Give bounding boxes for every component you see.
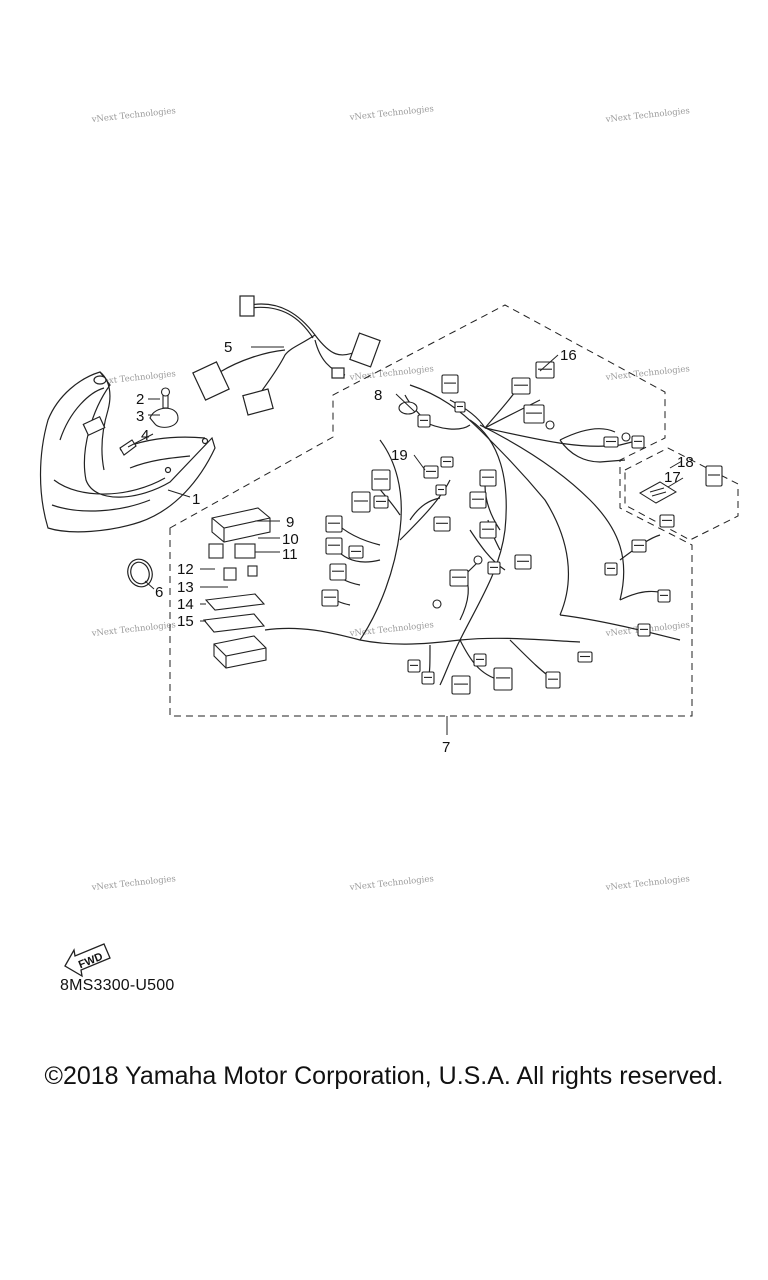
connector [637, 623, 651, 637]
connector [514, 554, 532, 570]
callout-14: 14 [177, 596, 194, 613]
watermark-text: vNext Technologies [348, 104, 434, 123]
connector [487, 561, 501, 575]
connector [423, 465, 439, 479]
callout-1: 1 [192, 491, 200, 508]
connector [657, 589, 671, 603]
connector [449, 569, 469, 587]
watermark-text: vNext Technologies [348, 620, 434, 639]
connector [351, 491, 371, 513]
watermark-text: vNext Technologies [604, 364, 690, 383]
connector-cap-8 [398, 401, 418, 415]
clip-4 [119, 439, 137, 456]
connector [523, 404, 545, 424]
watermark-text: vNext Technologies [90, 106, 176, 125]
group-outlines [169, 304, 739, 717]
watermark-text: vNext Technologies [90, 620, 176, 639]
connector [631, 539, 647, 553]
main-harness-7 [264, 384, 681, 686]
diagram-code: 8MS3300-U500 [60, 977, 175, 994]
connector [493, 667, 513, 691]
callout-5: 5 [224, 339, 232, 356]
callout-18: 18 [677, 454, 694, 471]
watermark-text: vNext Technologies [604, 874, 690, 893]
connector [511, 377, 531, 395]
ground-terminal [473, 555, 483, 565]
connector [659, 514, 675, 528]
fuse-panel-14 [204, 593, 266, 611]
fwd-arrow-icon: FWD [64, 943, 111, 978]
relay-12 [208, 543, 224, 559]
fuse-box-parts [202, 507, 271, 669]
callout-2: 2 [136, 391, 144, 408]
connector [545, 671, 561, 689]
callout-labels: 5 2 3 4 1 6 7 8 9 10 11 12 13 14 15 16 1… [136, 339, 694, 756]
connector [441, 374, 459, 394]
connector [469, 491, 487, 509]
band-6 [127, 558, 153, 588]
label-sheet-18 [639, 481, 677, 504]
connector [348, 545, 364, 559]
sub-box-outline [624, 447, 739, 541]
connector [325, 537, 343, 555]
callout-9: 9 [286, 514, 294, 531]
ground-terminal [432, 599, 442, 609]
small-fasteners [119, 387, 179, 456]
watermark-text: vNext Technologies [90, 874, 176, 893]
connector [479, 521, 497, 539]
fuse-panel-15 [202, 613, 266, 633]
callout-10: 10 [282, 531, 299, 548]
connector [604, 562, 618, 576]
leader-lines [127, 346, 684, 735]
callout-16: 16 [560, 347, 577, 364]
callout-19: 19 [391, 447, 408, 464]
clamp-3 [149, 407, 179, 428]
fuse-box-cover-9 [211, 507, 271, 543]
callout-11: 11 [282, 546, 298, 563]
ground-terminal [545, 420, 555, 430]
connector [321, 589, 339, 607]
callout-15: 15 [177, 613, 194, 630]
front-cowl [39, 371, 216, 533]
connector [535, 361, 555, 379]
callout-12: 12 [177, 561, 194, 578]
watermark-layer: vNext Technologies vNext Technologies vNex… [90, 104, 690, 893]
connector [417, 414, 431, 428]
fuse-11 [247, 565, 258, 577]
connector [451, 675, 471, 695]
sub-harness-5 [192, 295, 381, 416]
ground-terminal [621, 432, 631, 442]
fuse-block [213, 635, 267, 669]
callout-4: 4 [141, 427, 149, 444]
connector [433, 516, 451, 532]
callout-13: 13 [177, 579, 194, 596]
callout-6: 6 [155, 584, 163, 601]
relay-13 [223, 567, 237, 581]
connector [325, 515, 343, 533]
connector [407, 659, 421, 673]
callout-8: 8 [374, 387, 382, 404]
connector [421, 671, 435, 685]
harness-connectors [321, 361, 723, 695]
connector [705, 465, 723, 487]
fuse-holder-10 [234, 543, 256, 559]
watermark-text: vNext Technologies [348, 364, 434, 383]
watermark-text: vNext Technologies [604, 106, 690, 125]
connector [329, 563, 347, 581]
copyright-notice: ©2018 Yamaha Motor Corporation, U.S.A. A… [44, 1062, 724, 1090]
connector [473, 653, 487, 667]
callout-17: 17 [664, 469, 681, 486]
connector [631, 435, 645, 449]
connector [373, 495, 389, 509]
connector [371, 469, 391, 491]
connector [479, 469, 497, 487]
callout-3: 3 [136, 408, 144, 425]
watermark-text: vNext Technologies [348, 874, 434, 893]
callout-7: 7 [442, 739, 450, 756]
main-harness-outline [169, 304, 693, 717]
